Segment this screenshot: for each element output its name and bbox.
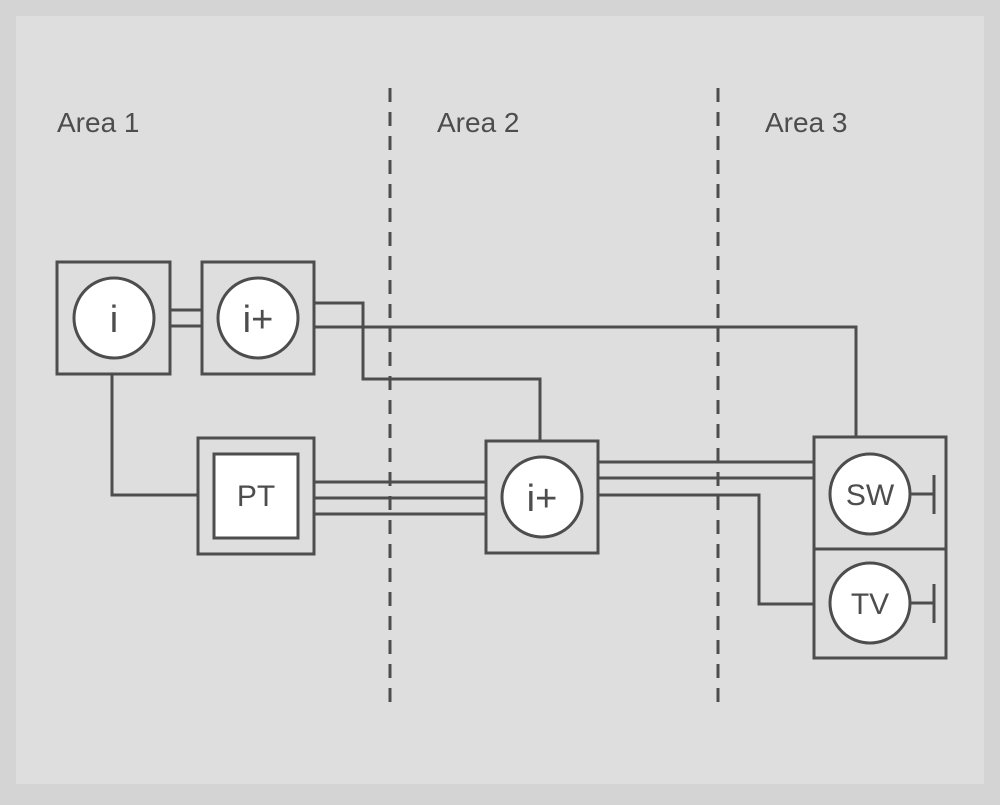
wire-i-to-pt xyxy=(110,375,198,497)
device-info-label: i xyxy=(110,299,118,341)
area-label-2: Area 2 xyxy=(437,107,520,138)
device-sw[interactable]: SW xyxy=(828,452,936,536)
info-plus-icon xyxy=(216,276,300,360)
device-pt[interactable]: PT xyxy=(196,436,316,556)
device-info-plus-area2[interactable]: i+ xyxy=(484,439,600,555)
wire-iplus-to-tv xyxy=(598,493,830,606)
info-plus-icon xyxy=(500,455,584,539)
device-info-plus-area1[interactable]: i+ xyxy=(200,260,316,376)
info-icon xyxy=(72,276,156,360)
device-pt-label: PT xyxy=(237,480,275,513)
wire-iplus-to-area2-iplus xyxy=(315,301,542,441)
area-label-1: Area 1 xyxy=(57,107,140,138)
device-info-plus-label: i+ xyxy=(527,478,558,520)
wire-iplus-to-sw xyxy=(315,325,858,437)
device-sw-label: SW xyxy=(846,479,895,512)
area-label-3: Area 3 xyxy=(765,107,848,138)
device-tv-label: TV xyxy=(851,588,889,621)
device-sw-tv-unit[interactable]: SW TV xyxy=(812,435,948,660)
device-tv[interactable]: TV xyxy=(828,561,936,645)
device-info[interactable]: i xyxy=(55,260,172,376)
connections xyxy=(110,301,858,606)
device-info-plus-label: i+ xyxy=(243,299,274,341)
